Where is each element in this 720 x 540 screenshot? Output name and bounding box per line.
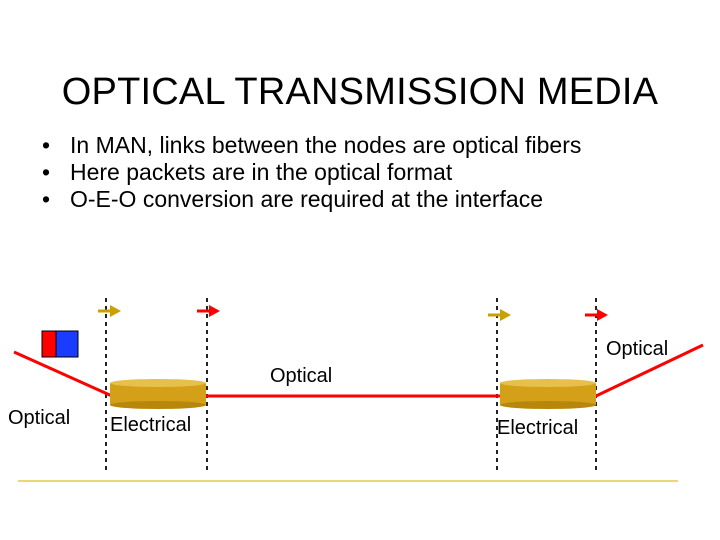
label-optical-right: Optical	[606, 338, 668, 360]
bullet-icon: •	[42, 159, 51, 185]
bullet-item: • O-E-O conversion are required at the i…	[42, 186, 702, 213]
bullet-text: O-E-O conversion are required at the int…	[70, 186, 544, 212]
bullet-text: In MAN, links between the nodes are opti…	[70, 132, 582, 158]
arrow-right-icon	[488, 309, 511, 321]
bullet-icon: •	[42, 132, 51, 158]
arrow-right-icon	[98, 305, 121, 317]
oeo-diagram: Optical Electrical Optical Electrical Op…	[8, 298, 704, 482]
label-electrical-left: Electrical	[110, 414, 191, 436]
arrow-right-icon	[197, 305, 220, 317]
bullet-icon: •	[42, 186, 51, 212]
bullet-list: • In MAN, links between the nodes are op…	[42, 132, 702, 213]
label-optical-center: Optical	[270, 365, 332, 387]
label-electrical-right: Electrical	[497, 417, 578, 439]
optical-packet	[41, 330, 79, 358]
bullet-text: Here packets are in the optical format	[70, 159, 453, 185]
label-optical-left: Optical	[8, 407, 70, 429]
bullet-item: • In MAN, links between the nodes are op…	[42, 132, 702, 159]
slide-title: OPTICAL TRANSMISSION MEDIA	[61, 71, 659, 114]
bullet-item: • Here packets are in the optical format	[42, 159, 702, 186]
electrical-node-left	[110, 379, 206, 409]
optical-fiber-path	[13, 343, 704, 398]
electrical-node-right	[500, 379, 596, 409]
arrow-right-icon	[585, 309, 608, 321]
